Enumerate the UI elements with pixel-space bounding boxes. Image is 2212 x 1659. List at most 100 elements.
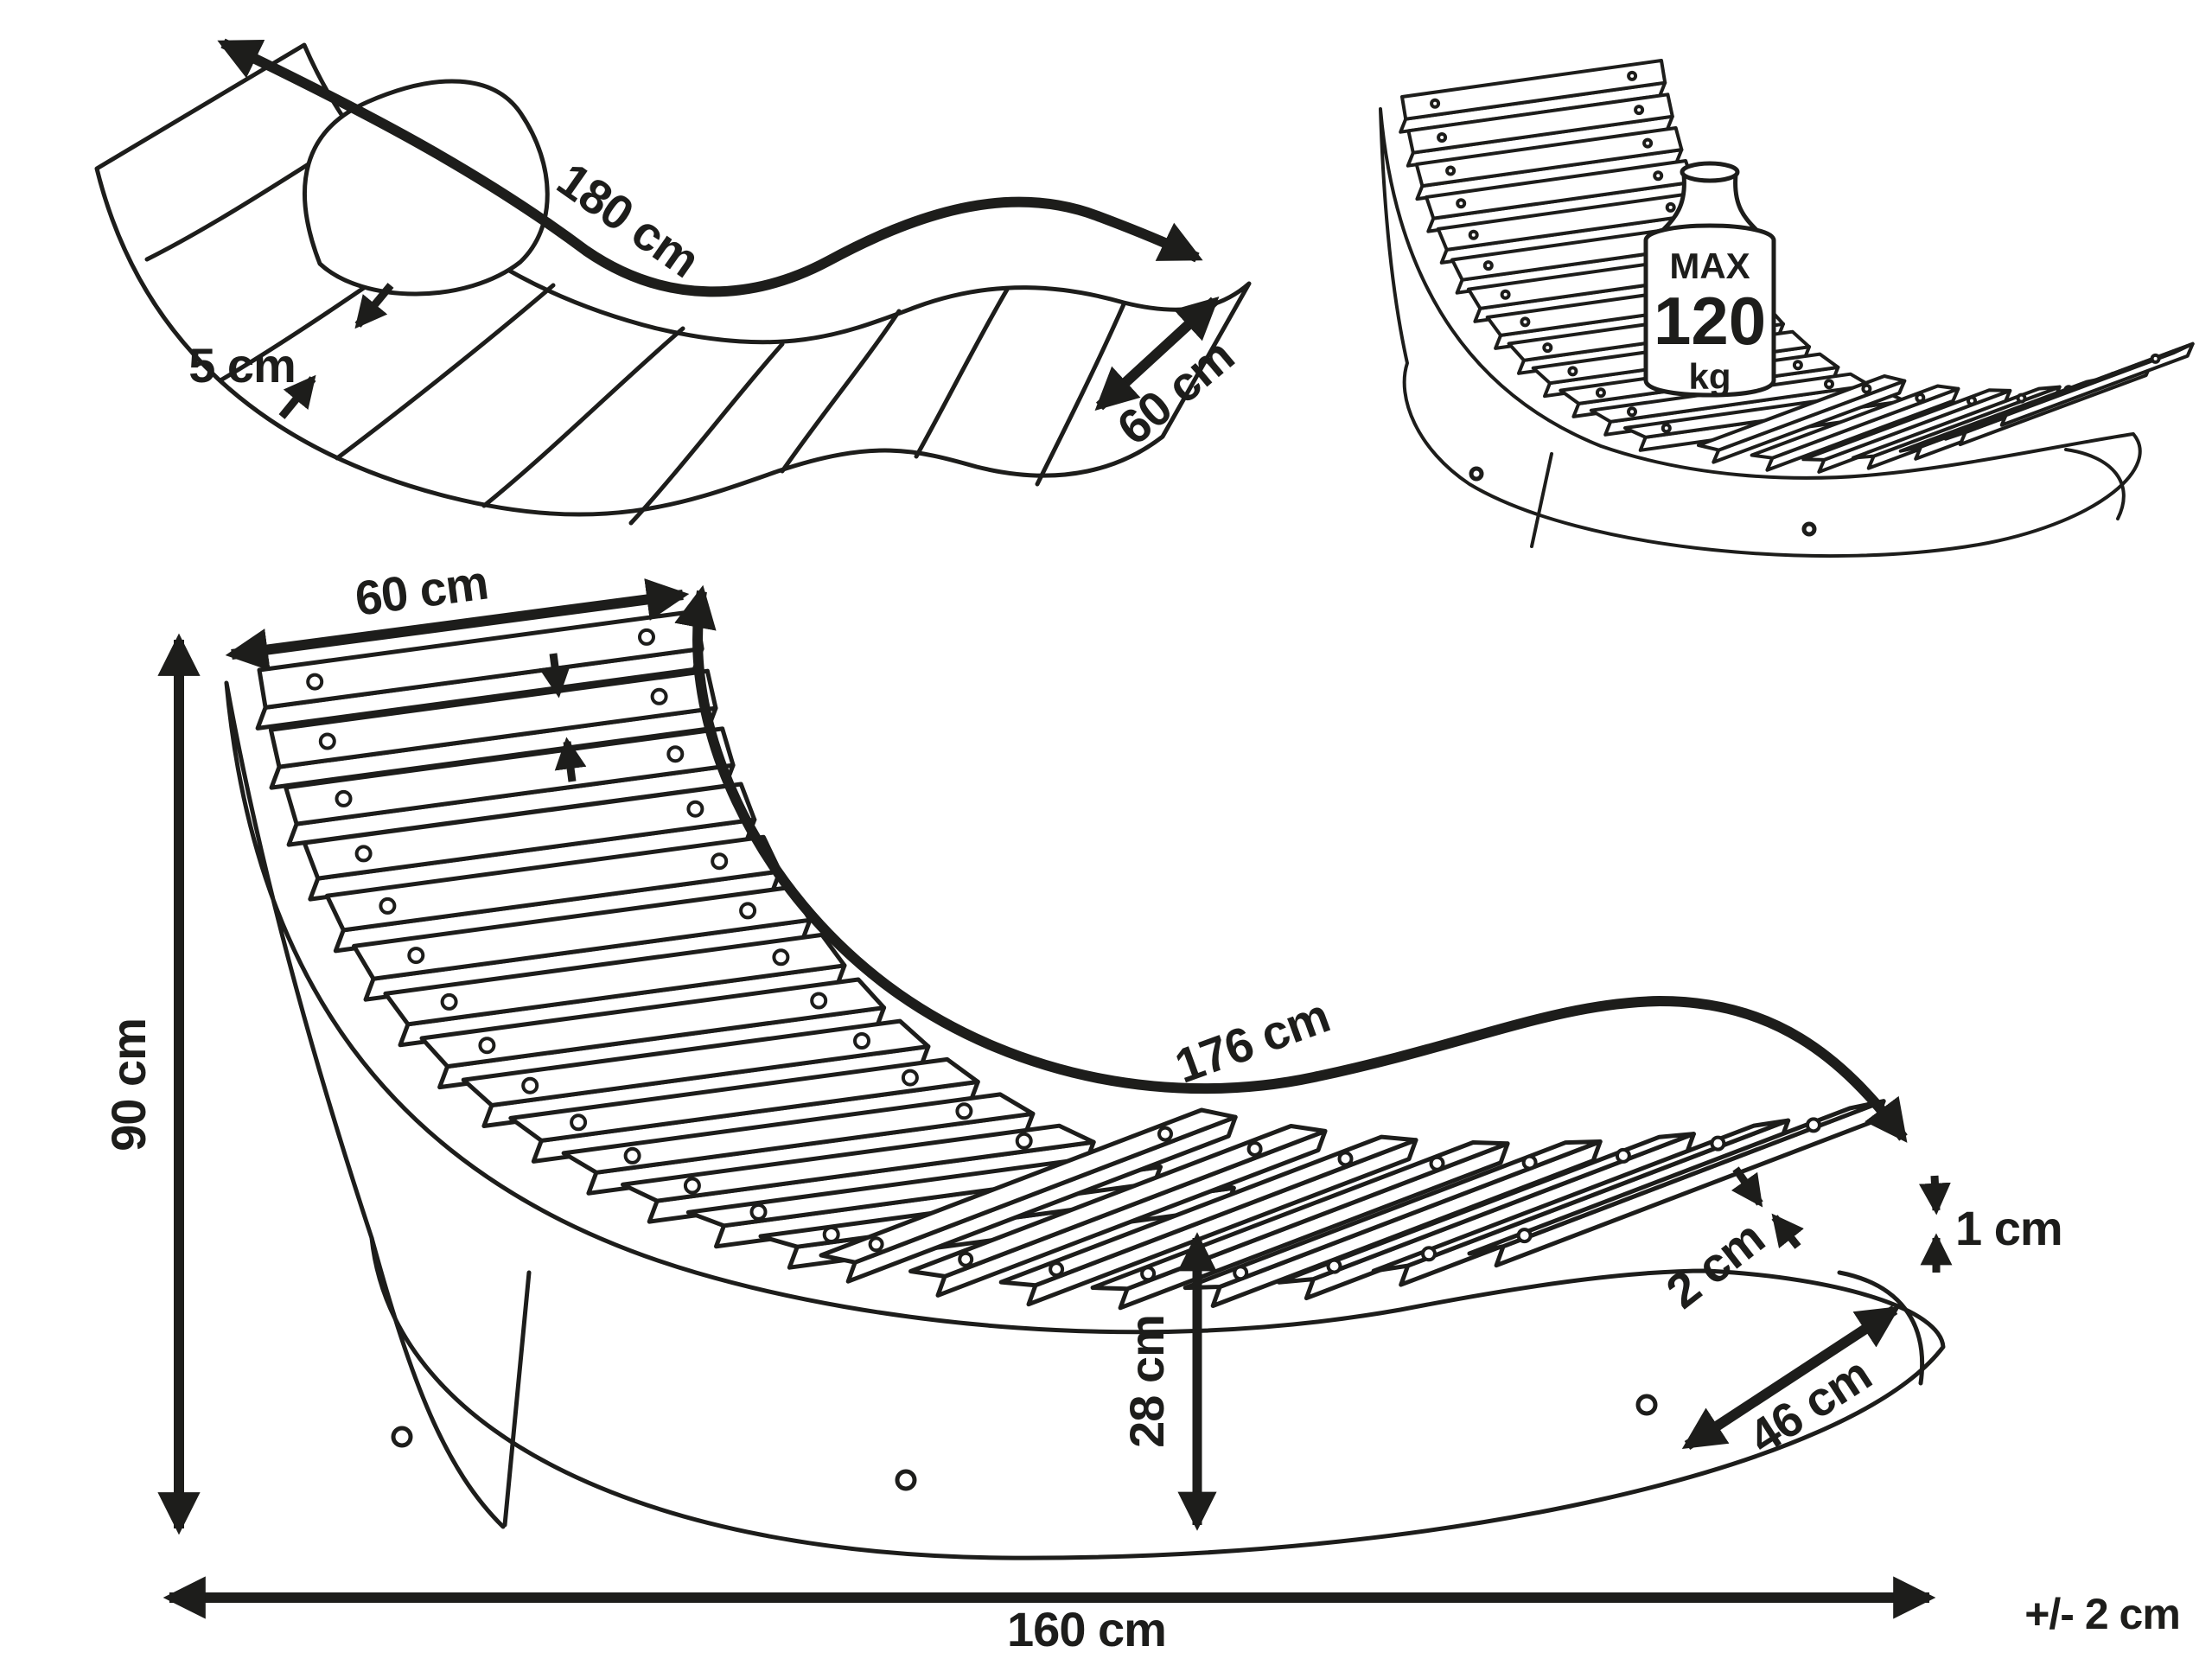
screw-hole — [853, 1032, 870, 1050]
screw-hole — [1429, 1155, 1445, 1171]
foot-slat-length-arrow — [1681, 1305, 1901, 1451]
screw-hole — [686, 800, 704, 818]
slat — [1986, 341, 2195, 427]
screw-hole — [638, 628, 655, 646]
slat — [1750, 384, 1960, 472]
screw-hole — [1542, 342, 1553, 354]
screw-hole — [1710, 1135, 1726, 1152]
screw-hole — [1661, 423, 1672, 434]
screw-hole — [440, 992, 458, 1011]
cushion-width-arrow — [1094, 297, 1220, 411]
screw-hole — [822, 1226, 840, 1243]
screw-hole — [1516, 1228, 1533, 1244]
screw-hole — [478, 1037, 496, 1055]
screw-hole — [623, 1146, 641, 1164]
main-lounger-drawing: 60 cm 90 cm 176 cm 28 cm 2 cm 1 cm 46 cm — [101, 554, 2181, 1656]
foot-slats-small — [1697, 341, 2195, 474]
cushion-thickness-label: 5 cm — [188, 338, 296, 392]
screw-hole — [1246, 1141, 1263, 1157]
screw-hole — [2016, 392, 2027, 404]
screw-hole — [1140, 1266, 1157, 1282]
weight-unit-label: kg — [1688, 356, 1731, 397]
screw-hole — [1500, 289, 1511, 300]
screw-hole — [1157, 1126, 1173, 1142]
frame-fold-line — [502, 1270, 532, 1528]
screw-hole — [901, 1069, 919, 1087]
screw-hole — [1437, 132, 1448, 143]
screw-hole — [739, 902, 757, 920]
screw-hole — [354, 845, 373, 863]
screw-hole — [407, 947, 425, 965]
screw-hole — [1421, 1246, 1437, 1262]
screw-hole — [955, 1102, 973, 1120]
frame-fold-line — [1530, 452, 1553, 548]
screw-hole — [2150, 353, 2161, 364]
top-gap-arrows — [539, 653, 587, 782]
screw-hole — [1824, 379, 1834, 390]
screw-hole — [1806, 1117, 1821, 1133]
slat-length-label: 60 cm — [352, 554, 491, 626]
screw-hole — [711, 852, 729, 871]
slat — [1697, 374, 1907, 464]
screw-hole — [1326, 1258, 1342, 1274]
screw-hole — [1627, 406, 1637, 418]
screw-hole — [1634, 105, 1645, 116]
weight-capacity-drawing: MAX 120 kg — [1379, 59, 2195, 558]
frame-screw — [391, 1426, 413, 1448]
weight-max-label: MAX — [1669, 246, 1750, 286]
screw-hole — [1627, 70, 1638, 81]
total-length-label: 160 cm — [1007, 1602, 1166, 1656]
screw-hole — [379, 896, 397, 915]
screw-hole — [958, 1251, 974, 1267]
tolerance-label: +/- 2 cm — [2024, 1590, 2180, 1638]
frame-screw — [1469, 466, 1484, 482]
slat — [1399, 59, 1667, 134]
screw-hole — [306, 673, 324, 691]
screw-hole — [749, 1203, 768, 1221]
frame-screw — [895, 1469, 917, 1491]
screw-hole — [666, 745, 685, 763]
screw-hole — [570, 1113, 588, 1132]
slat-length-arrow — [225, 578, 690, 671]
screw-hole — [1792, 360, 1803, 371]
screw-hole — [521, 1076, 539, 1094]
screw-hole — [1015, 1132, 1033, 1150]
gap-arrows — [1731, 1166, 1804, 1249]
screw-hole — [1468, 229, 1479, 240]
cushion-pad-body — [94, 42, 1252, 517]
screw-hole — [1967, 395, 1977, 406]
screw-hole — [650, 687, 668, 705]
thickness-arrows — [1919, 1175, 1953, 1273]
screw-hole — [868, 1236, 884, 1253]
slat — [1414, 126, 1684, 201]
slat — [1277, 1132, 1696, 1301]
height-label: 90 cm — [101, 1018, 156, 1152]
screw-hole — [1337, 1151, 1354, 1167]
screw-hole — [1521, 1154, 1538, 1171]
screw-hole — [1861, 383, 1872, 394]
cushion-lounger-drawing: 5 cm 180 cm 60 cm — [94, 38, 1252, 526]
screw-hole — [318, 732, 336, 750]
screw-hole — [1615, 1147, 1631, 1164]
screw-hole — [1915, 392, 1926, 404]
surface-length-arrow — [674, 584, 1908, 1143]
curve-length-arrow — [217, 38, 1203, 297]
screw-hole — [1430, 98, 1441, 109]
slat — [998, 1134, 1418, 1307]
weight-value-label: 120 — [1654, 283, 1766, 359]
screw-hole — [1653, 170, 1664, 182]
screw-hole — [1233, 1265, 1249, 1281]
slat — [1406, 93, 1674, 168]
frame-screw — [1635, 1394, 1658, 1416]
cushion-length-label: 180 cm — [548, 151, 710, 287]
slat-thickness-label: 1 cm — [1955, 1201, 2062, 1255]
screw-hole — [683, 1177, 701, 1195]
screw-hole — [772, 948, 790, 967]
screw-hole — [1595, 387, 1606, 399]
screw-hole — [1642, 137, 1654, 149]
screw-hole — [335, 789, 353, 807]
frame-foot-roller — [2064, 448, 2126, 520]
weight-icon: MAX 120 kg — [1643, 161, 1776, 398]
frame-screw — [1801, 521, 1817, 537]
